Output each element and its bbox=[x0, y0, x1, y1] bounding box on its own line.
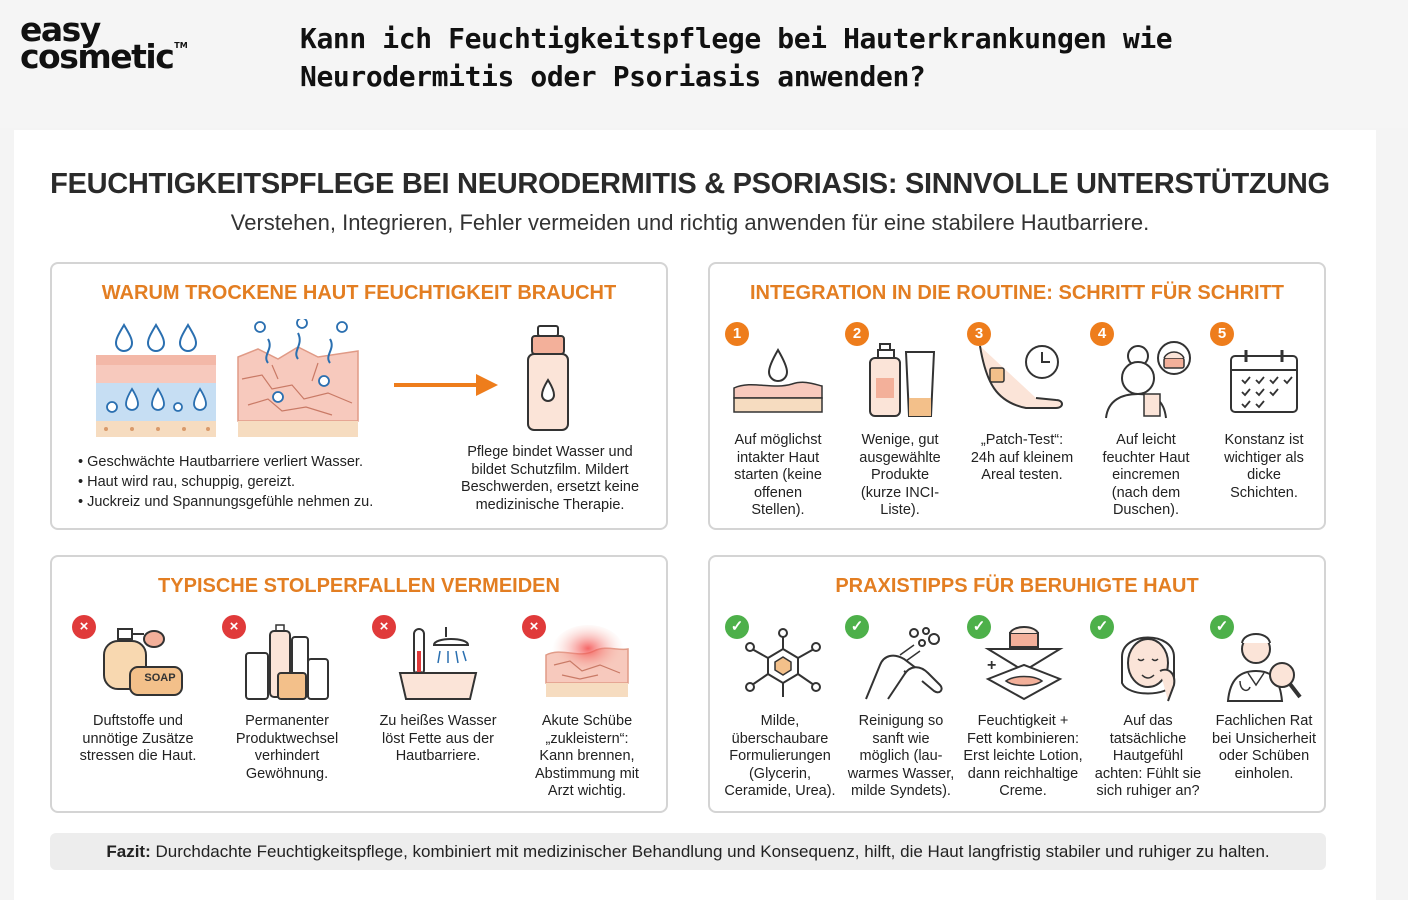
arrow-right-icon bbox=[394, 374, 498, 396]
check-icon: ✓ bbox=[967, 615, 991, 639]
product-bottles-icon bbox=[869, 343, 936, 417]
panel-why: WARUM TROCKENE HAUT FEUCHTIGKEIT BRAUCHT bbox=[50, 262, 668, 530]
panel-tips-title: PRAXISTIPPS FÜR BERUHIGTE HAUT bbox=[835, 575, 1199, 597]
check-icon: ✓ bbox=[845, 615, 869, 639]
panel-routine-title: INTEGRATION IN DIE ROUTINE: SCHRITT FÜR … bbox=[749, 282, 1285, 304]
why-bullet-list: Geschwächte Hautbarriere verliert Wasser… bbox=[78, 452, 373, 512]
molecule-icon bbox=[745, 628, 821, 697]
tip-text: Feuchtigkeit +Fett kombinieren:Erst leic… bbox=[963, 713, 1083, 799]
why-bullet: Haut wird rau, schuppig, gereizt. bbox=[78, 472, 373, 492]
x-icon: × bbox=[522, 615, 546, 639]
check-icon: ✓ bbox=[1090, 615, 1114, 639]
step-number-badge: 1 bbox=[725, 322, 749, 346]
panel-routine: INTEGRATION IN DIE ROUTINE: SCHRITT FÜR … bbox=[708, 262, 1326, 530]
logo-word-2: cosmeticTM bbox=[20, 37, 188, 77]
pitfall-text: Akute Schübe„zukleistern“:Kann brennen,A… bbox=[535, 713, 639, 799]
woman-towel-icon bbox=[1105, 341, 1191, 419]
step-number-badge: 4 bbox=[1090, 322, 1114, 346]
inflamed-skin-icon bbox=[545, 625, 629, 697]
infographic-title: FEUCHTIGKEITSPFLEGE BEI NEURODERMITIS & … bbox=[50, 168, 1330, 200]
logo-word-1: easy bbox=[20, 10, 101, 49]
brand-logo[interactable]: easy cosmeticTM bbox=[20, 10, 188, 77]
panel-pitfalls: TYPISCHE STOLPERFALLEN VERMEIDEN × SOAP … bbox=[50, 555, 668, 813]
panel-tips: PRAXISTIPPS FÜR BERUHIGTE HAUT ✓ Milde,ü… bbox=[708, 555, 1326, 813]
question-title: Kann ich Feuchtigkeitspflege bei Hauterk… bbox=[300, 22, 1173, 93]
header-bar bbox=[0, 0, 1408, 128]
serum-bottle-icon bbox=[527, 325, 569, 431]
x-icon: × bbox=[222, 615, 246, 639]
woman-face-icon bbox=[1121, 636, 1176, 702]
infographic-subtitle: Verstehen, Integrieren, Fehler vermeiden… bbox=[230, 210, 1150, 235]
skin-barrier-illustration bbox=[96, 319, 359, 437]
x-icon: × bbox=[72, 615, 96, 639]
panel-pitfalls-title: TYPISCHE STOLPERFALLEN VERMEIDEN bbox=[158, 575, 560, 597]
why-bullet: Geschwächte Hautbarriere verliert Wasser… bbox=[78, 452, 373, 472]
x-icon: × bbox=[372, 615, 396, 639]
perfume-soap-icon bbox=[103, 628, 183, 696]
conclusion-label: Fazit: bbox=[106, 842, 151, 861]
step-number-badge: 3 bbox=[967, 322, 991, 346]
washing-hands-icon bbox=[865, 627, 943, 700]
conclusion-text: Durchdachte Feuchtigkeitspflege, kombini… bbox=[150, 842, 1270, 861]
hot-water-shower-icon bbox=[398, 627, 478, 700]
panel-why-title: WARUM TROCKENE HAUT FEUCHTIGKEIT BRAUCHT bbox=[101, 282, 617, 304]
doctor-magnifier-icon bbox=[1226, 633, 1302, 702]
arm-clock-icon bbox=[979, 345, 1063, 409]
plus-sign: + bbox=[987, 657, 997, 674]
many-products-icon bbox=[245, 624, 329, 700]
conclusion-bar: Fazit: Durchdachte Feuchtigkeitspflege, … bbox=[50, 833, 1326, 870]
why-bullet: Juckreiz und Spannungsgefühle nehmen zu. bbox=[78, 492, 373, 512]
check-icon: ✓ bbox=[725, 615, 749, 639]
calendar-icon bbox=[1230, 350, 1298, 413]
step-number-badge: 5 bbox=[1210, 322, 1234, 346]
check-icon: ✓ bbox=[1210, 615, 1234, 639]
cream-layers-icon bbox=[984, 626, 1064, 701]
soap-label: SOAP bbox=[144, 672, 176, 684]
water-drop-skin-icon bbox=[733, 348, 823, 413]
step-number-badge: 2 bbox=[845, 322, 869, 346]
